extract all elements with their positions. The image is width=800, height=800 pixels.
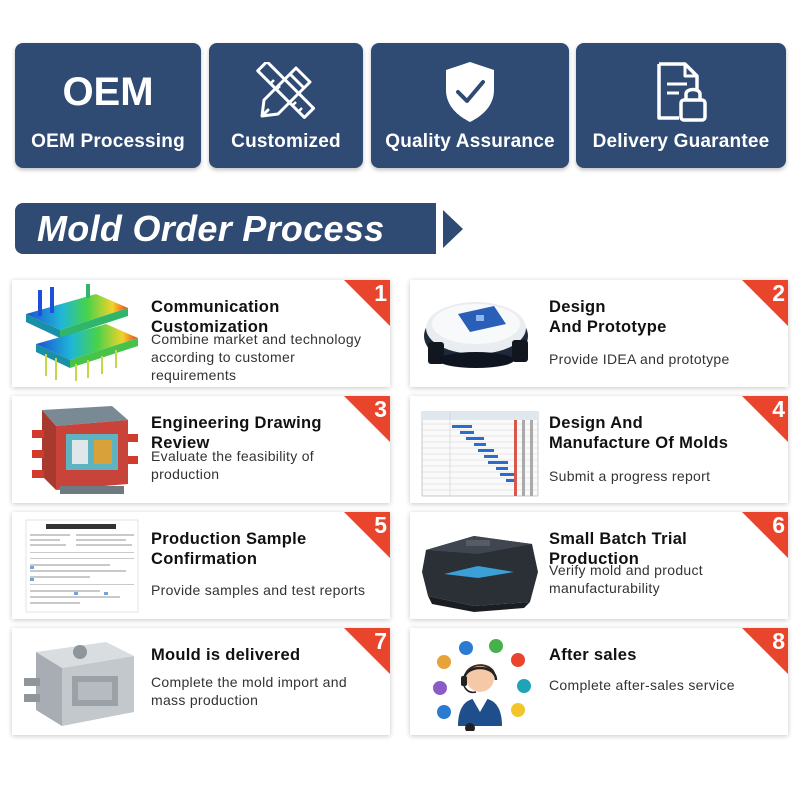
step-card-6: Small Batch Trial Production Verify mold… bbox=[410, 512, 788, 619]
step-number-badge: 1 bbox=[344, 280, 390, 326]
vr-headset-image bbox=[414, 516, 544, 615]
step-description: Provide samples and test reports bbox=[151, 582, 366, 598]
feature-label: Customized bbox=[231, 131, 341, 152]
step-title: Small Batch Trial Production bbox=[549, 530, 688, 568]
step-number-badge: 2 bbox=[742, 280, 788, 326]
step-card-5: Production Sample Confirmation Provide s… bbox=[12, 512, 390, 619]
step-number-badge: 6 bbox=[742, 512, 788, 558]
step-title: After sales bbox=[549, 646, 637, 664]
feature-tile-delivery: Delivery Guarantee bbox=[576, 43, 786, 168]
shield-check-icon bbox=[442, 53, 498, 131]
step-number-badge: 5 bbox=[344, 512, 390, 558]
step-card-3: Engineering Drawing Review Evaluate the … bbox=[12, 396, 390, 503]
step-number-badge: 4 bbox=[742, 396, 788, 442]
step-number-badge: 7 bbox=[344, 628, 390, 674]
pencil-ruler-icon bbox=[256, 53, 316, 131]
gantt-chart-image bbox=[414, 400, 544, 499]
step-number: 3 bbox=[374, 396, 387, 422]
step-number-badge: 8 bbox=[742, 628, 788, 674]
step-description: Combine market and technology according … bbox=[151, 331, 362, 383]
step-number-badge: 3 bbox=[344, 396, 390, 442]
feature-tile-oem: OEM OEM Processing bbox=[15, 43, 201, 168]
step-number: 8 bbox=[772, 628, 785, 654]
step-number: 4 bbox=[772, 396, 785, 422]
submission-document-image bbox=[16, 516, 146, 615]
step-title: Production Sample Confirmation bbox=[151, 530, 307, 568]
step-description: Verify mold and product manufacturabilit… bbox=[549, 562, 703, 596]
step-number: 1 bbox=[374, 280, 387, 306]
support-agent-image bbox=[414, 632, 544, 733]
step-description: Provide IDEA and prototype bbox=[549, 351, 730, 367]
step-card-8: After sales Complete after-sales service… bbox=[410, 628, 788, 735]
step-card-2: Design And Prototype Provide IDEA and pr… bbox=[410, 280, 788, 387]
mold-simulation-image bbox=[16, 284, 146, 383]
step-description: Complete after-sales service bbox=[549, 677, 735, 693]
feature-tiles: OEM OEM Processing Customized bbox=[15, 43, 786, 168]
prototype-device-image bbox=[414, 284, 544, 383]
step-number: 2 bbox=[772, 280, 785, 306]
step-number: 6 bbox=[772, 512, 785, 538]
document-lock-icon bbox=[653, 53, 709, 131]
feature-label: Quality Assurance bbox=[385, 131, 555, 152]
oem-big-text: OEM bbox=[62, 69, 154, 114]
feature-label: OEM Processing bbox=[31, 131, 185, 152]
heading-arrow-icon bbox=[443, 210, 463, 248]
step-title: Mould is delivered bbox=[151, 646, 301, 664]
step-title: Design And Prototype bbox=[549, 298, 667, 336]
oem-text-icon: OEM bbox=[62, 53, 153, 131]
step-number: 7 bbox=[374, 628, 387, 654]
step-title: Engineering Drawing Review bbox=[151, 414, 322, 452]
section-title: Mold Order Process bbox=[37, 207, 385, 249]
section-heading: Mold Order Process bbox=[15, 203, 436, 254]
mold-assembly-image bbox=[16, 400, 146, 499]
feature-tile-customized: Customized bbox=[209, 43, 363, 168]
step-description: Submit a progress report bbox=[549, 468, 711, 484]
steel-mold-image bbox=[16, 632, 146, 731]
step-title: Design And Manufacture Of Molds bbox=[549, 414, 729, 452]
step-card-4: Design And Manufacture Of Molds Submit a… bbox=[410, 396, 788, 503]
step-description: Evaluate the feasibility of production bbox=[151, 448, 314, 482]
step-title: Communication Customization bbox=[151, 298, 280, 336]
feature-label: Delivery Guarantee bbox=[592, 131, 770, 152]
step-number: 5 bbox=[374, 512, 387, 538]
step-card-1: Communication Customization Combine mark… bbox=[12, 280, 390, 387]
step-card-7: Mould is delivered Complete the mold imp… bbox=[12, 628, 390, 735]
feature-tile-quality: Quality Assurance bbox=[371, 43, 569, 168]
step-description: Complete the mold import and mass produc… bbox=[151, 674, 347, 708]
